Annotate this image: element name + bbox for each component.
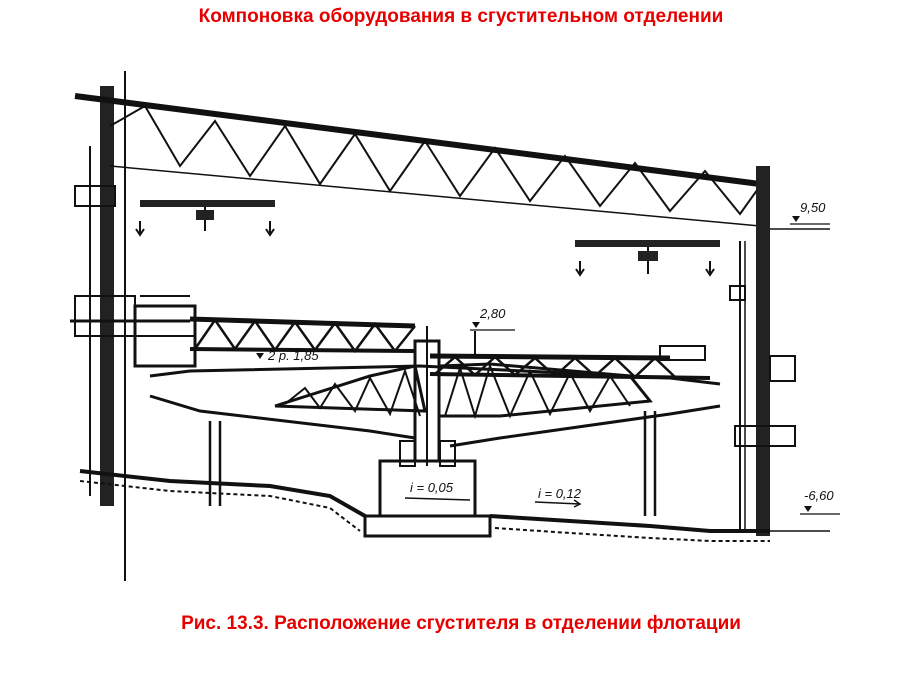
left-wall (70, 71, 190, 581)
elevation-mark-floor: -6,60 (800, 488, 840, 515)
floor-line (79, 469, 830, 542)
label-slope-center: i = 0,05 (410, 480, 454, 495)
rake-mechanism (274, 362, 653, 420)
level-mark-left: 2 р. 1,85 (256, 348, 319, 363)
label-elev-bridge: 2,80 (479, 306, 506, 321)
slope-mark-right: i = 0,12 (534, 486, 582, 508)
slope-mark-center: i = 0,05 (404, 480, 471, 501)
roof-truss (74, 93, 762, 241)
overhead-crane-left (135, 200, 275, 237)
left-platform (133, 295, 197, 368)
label-slope-right: i = 0,12 (538, 486, 582, 501)
label-elev-roof: 9,50 (800, 200, 826, 215)
right-column (729, 166, 830, 536)
label-level-left: 2 р. 1,85 (267, 348, 319, 363)
central-shaft (399, 326, 456, 467)
elevation-mark-roof: 9,50 (790, 200, 830, 225)
elevation-mark-bridge: 2,80 (470, 306, 515, 331)
label-elev-floor: -6,60 (804, 488, 834, 503)
thickener-tank (149, 364, 721, 538)
overhead-crane-right (575, 240, 720, 277)
page-title: Компоновка оборудования в сгустительном … (198, 6, 724, 27)
figure-caption: Рис. 13.3. Расположение сгустителя в отд… (181, 613, 741, 634)
thickener-section-drawing: 9,50 2,80 2 р. 1,85 i = 0,05 i = 0,12 -6… (70, 71, 840, 581)
